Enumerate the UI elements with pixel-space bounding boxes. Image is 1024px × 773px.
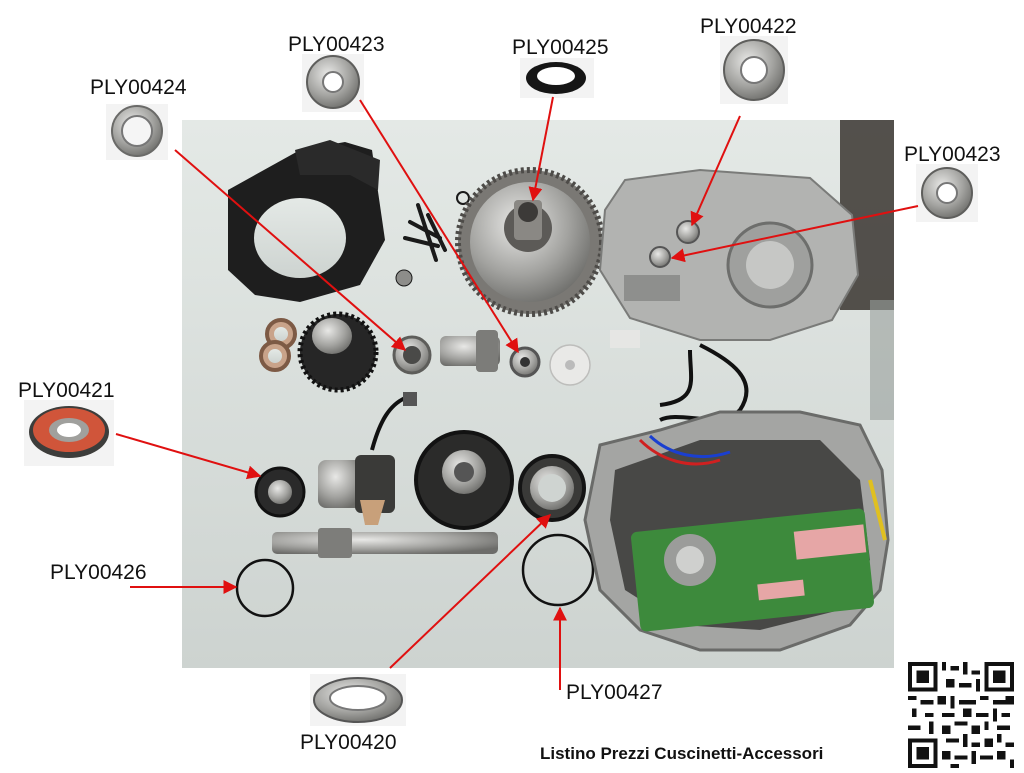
bearing-left <box>254 466 306 518</box>
photo-shadow-right <box>870 300 894 420</box>
photo <box>182 120 894 668</box>
thumb-ply00424 <box>106 104 168 160</box>
arrow-ply00421 <box>115 433 262 480</box>
needle-bearing <box>392 335 432 375</box>
thumb-ply00421 <box>24 400 114 466</box>
label-ply00420: PLY00420 <box>300 731 397 754</box>
thumb-ply00423-top <box>302 54 364 112</box>
large-gear <box>455 167 605 317</box>
arrow-ply00422 <box>690 115 741 227</box>
arrow-ply00424 <box>174 149 407 351</box>
label-ply00426: PLY00426 <box>50 561 147 584</box>
label-ply00427: PLY00427 <box>566 681 663 704</box>
label-ply00421: PLY00421 <box>18 379 115 402</box>
thumb-ply00422 <box>720 36 788 104</box>
thumb-ply00425 <box>520 58 594 98</box>
plastic-cover <box>228 140 385 302</box>
label-ply00422: PLY00422 <box>700 15 797 38</box>
freewheel-disc <box>414 430 514 530</box>
label-ply00423-right: PLY00423 <box>904 143 1001 166</box>
arrow-ply00423-top <box>359 99 519 354</box>
bearing-large <box>518 454 586 522</box>
bottom-housing <box>583 410 890 652</box>
arrow-ply00420 <box>389 514 552 669</box>
footer-title: Listino Prezzi Cuscinetti-Accessori <box>540 744 824 763</box>
white-washer <box>549 344 591 386</box>
thumb-ply00423-right <box>916 164 978 222</box>
screws <box>395 191 470 287</box>
qr-code[interactable] <box>904 662 1018 768</box>
small-bearing <box>509 346 541 378</box>
label-ply00424: PLY00424 <box>90 76 187 99</box>
arrow-ply00423-right <box>670 205 919 263</box>
label-ply00423-top: PLY00423 <box>288 33 385 56</box>
torque-sensor <box>318 392 417 525</box>
main-shaft <box>272 528 498 558</box>
pinion-shaft <box>440 330 500 372</box>
cable <box>370 343 749 451</box>
arrow-ply00425 <box>528 96 554 202</box>
thumb-ply00420 <box>310 674 406 726</box>
label-ply00425: PLY00425 <box>512 36 609 59</box>
washers <box>259 318 297 372</box>
drive-gear <box>297 311 379 393</box>
callout-arrows <box>115 96 919 690</box>
top-housing <box>598 168 860 348</box>
